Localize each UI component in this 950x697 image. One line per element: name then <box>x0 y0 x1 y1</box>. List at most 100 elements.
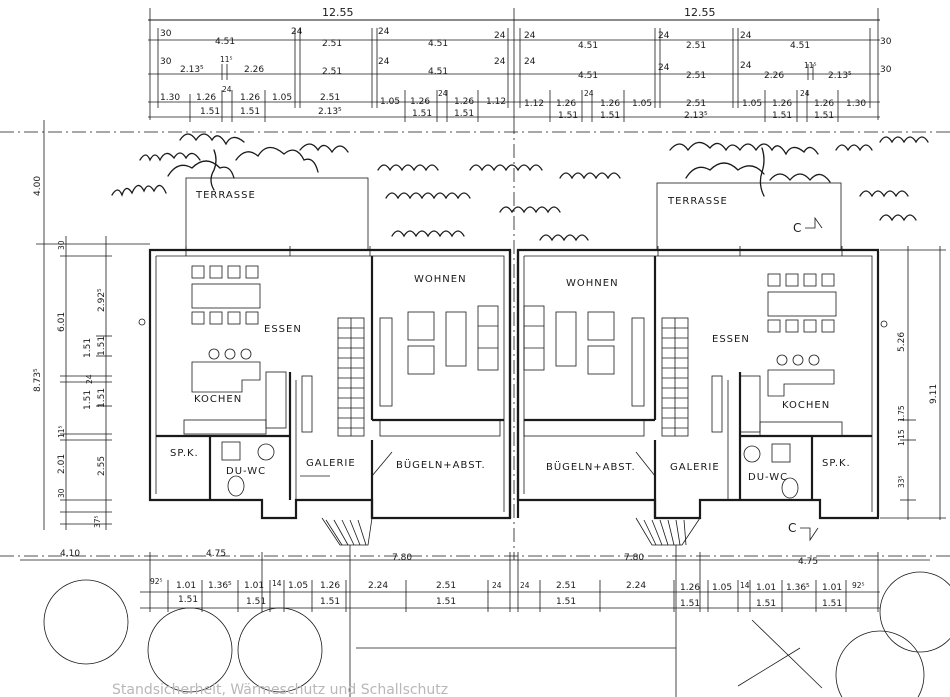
dim-r3-l7: 1.26 <box>410 97 430 107</box>
dim-r2-l5: 24 <box>378 57 390 67</box>
dim-r1-r4: 24 <box>740 31 752 41</box>
left-stairs <box>337 317 365 437</box>
left-pantry-label: SP.K. <box>170 448 199 459</box>
dim-r1-r3: 2.51 <box>686 41 706 51</box>
left-dimension-chains: 4.00 8.73⁵ 30 6.01 24 2.01 30 37⁵ 2.92⁵ … <box>33 120 150 530</box>
dim-bottom-r1-4: 4.75 <box>798 557 818 567</box>
dim-bottom-r2l-6: 1.26 <box>320 581 340 591</box>
dim-right-inner-2: 1.15 <box>897 429 906 446</box>
dim-bottom-r2l-4: 14 <box>272 579 282 588</box>
right-gallery-label: GALERIE <box>670 462 720 473</box>
dim-left-inner-5: 1.51 <box>83 390 93 410</box>
left-living-label: WOHNEN <box>414 274 467 285</box>
dim-bottom-sub-r0: 1.51 <box>556 597 576 607</box>
property-lines <box>0 120 950 697</box>
dim-r3-l9: 1.26 <box>454 97 474 107</box>
dim-r2-r1: 4.51 <box>578 71 598 81</box>
dim-r3s-l0: 1.51 <box>200 107 220 117</box>
dim-r1-r2: 24 <box>658 31 670 41</box>
right-terrace-label: TERRASSE <box>667 196 728 207</box>
dim-r2-r3: 2.51 <box>686 71 706 81</box>
left-terrace-label: TERRASSE <box>195 190 256 201</box>
dim-right-inner-1: 1.75 <box>897 405 906 422</box>
left-kitchen-label: KOCHEN <box>194 394 242 405</box>
dim-bottom-r1-2: 7.80 <box>392 553 412 563</box>
dim-r3s-l3: 1.51 <box>412 109 432 119</box>
dim-r3-r10: 1.30 <box>846 99 866 109</box>
dim-bottom-r2r-8: 1.01 <box>822 583 842 593</box>
dim-right-outer-0: 9.11 <box>929 384 939 404</box>
dim-bottom-r2r-2: 2.24 <box>626 581 646 591</box>
dim-r3-r4: 1.05 <box>632 99 652 109</box>
dim-r3-l6: 1.05 <box>380 97 400 107</box>
dim-r3-l4: 1.05 <box>272 93 292 103</box>
dim-r3-r1: 1.26 <box>556 99 576 109</box>
dim-r2-l0: 30 <box>160 57 172 67</box>
dim-r2-r4: 24 <box>740 61 752 71</box>
dim-r3s-r3: 1.51 <box>772 111 792 121</box>
dim-r3-l8: 24 <box>438 89 448 98</box>
dim-r3-r0: 1.12 <box>524 99 544 109</box>
dim-r1-l3: 2.51 <box>322 39 342 49</box>
dim-left-mid-5: 37⁵ <box>93 515 102 528</box>
dim-left-inner-3: 1.51 <box>97 388 107 408</box>
dim-r3-l2: 24 <box>222 85 232 94</box>
right-kitchen-label: KOCHEN <box>782 400 830 411</box>
dim-r3s-r4: 1.51 <box>814 111 834 121</box>
dim-left-inner-1: 1.51 <box>97 336 107 356</box>
dim-bottom-r2l-1: 1.01 <box>176 581 196 591</box>
dim-left-mid-0: 30 <box>57 240 66 250</box>
right-pantry-label: SP.K. <box>822 458 851 469</box>
dim-bottom-r2l-7: 2.24 <box>368 581 388 591</box>
dim-overall-left: 12.55 <box>322 6 354 19</box>
dim-r2-l4: 2.51 <box>322 67 342 77</box>
dim-left-outer-0: 4.00 <box>33 176 43 196</box>
dim-left-mid-4: 30 <box>57 488 66 498</box>
dim-r3-l1: 1.26 <box>196 93 216 103</box>
dim-bottom-r2r-5: 14 <box>740 581 750 590</box>
dim-bottom-sub-l0: 1.51 <box>178 595 198 605</box>
dim-r2-r6: 11⁵ <box>804 61 817 70</box>
dim-r3-r3: 1.26 <box>600 99 620 109</box>
dim-left-inner-4: 11⁵ <box>57 425 66 438</box>
dim-r2-l2: 11⁵ <box>220 55 233 64</box>
right-dining-label: ESSEN <box>712 334 750 345</box>
top-dimension-chains: 12.55 12.55 30 4.51 24 2.51 24 4.51 24 2… <box>148 6 892 122</box>
dim-bottom-r2r-3: 1.26 <box>680 583 700 593</box>
dim-left-mid-1: 6.01 <box>57 312 67 332</box>
dim-bottom-r2l-2: 1.36⁵ <box>208 581 232 591</box>
dim-r2-l3: 2.26 <box>244 65 264 75</box>
dim-left-mid-3: 2.01 <box>57 454 67 474</box>
left-house-interior: WOHNEN ESSEN KOCHEN SP.K. DU-WC GALERIE … <box>156 256 504 546</box>
right-dimension-chains: 9.11 5.26 1.75 1.15 33⁵ <box>880 246 946 520</box>
dim-overall-right: 12.55 <box>684 6 716 19</box>
dim-r2-l6: 4.51 <box>428 67 448 77</box>
left-gallery-label: GALERIE <box>306 458 356 469</box>
dim-r2-r8: 30 <box>880 65 892 75</box>
dim-bottom-sub-r3: 1.51 <box>822 599 842 609</box>
dim-left-inner-6: 2.55 <box>97 456 107 476</box>
left-ironing-label: BÜGELN+ABST. <box>396 458 486 471</box>
dim-bottom-sub-r2: 1.51 <box>756 599 776 609</box>
dim-r1-l0: 30 <box>160 29 172 39</box>
dim-bottom-r2l-3: 1.01 <box>244 581 264 591</box>
dim-bottom-r2l-9: 24 <box>492 581 502 590</box>
dim-r3-r6: 1.05 <box>742 99 762 109</box>
dim-r3s-r0: 1.51 <box>558 111 578 121</box>
dim-bottom-r2l-5: 1.05 <box>288 581 308 591</box>
right-stairs <box>661 317 689 437</box>
bottom-dimension-chains: 4.10 4.75 7.80 7.80 4.75 92⁵ 1.01 1.36⁵ … <box>20 549 930 612</box>
tree-scribbles <box>111 133 929 242</box>
dim-right-inner-3: 33⁵ <box>897 475 906 488</box>
dim-r1-l6: 24 <box>494 31 506 41</box>
dim-r1-l1: 4.51 <box>215 37 235 47</box>
dim-bottom-sub-l3: 1.51 <box>436 597 456 607</box>
dim-r3s-r2: 2.13⁵ <box>684 111 708 121</box>
dim-r1-r5: 4.51 <box>790 41 810 51</box>
dim-r1-l5: 4.51 <box>428 39 448 49</box>
dim-r2-l7: 24 <box>494 57 506 67</box>
dim-r2-r0: 24 <box>524 57 536 67</box>
dim-r3-l3: 1.26 <box>240 93 260 103</box>
dim-bottom-sub-l1: 1.51 <box>246 597 266 607</box>
right-house-interior: WOHNEN ESSEN KOCHEN SP.K. DU-WC GALERIE … <box>523 256 872 546</box>
